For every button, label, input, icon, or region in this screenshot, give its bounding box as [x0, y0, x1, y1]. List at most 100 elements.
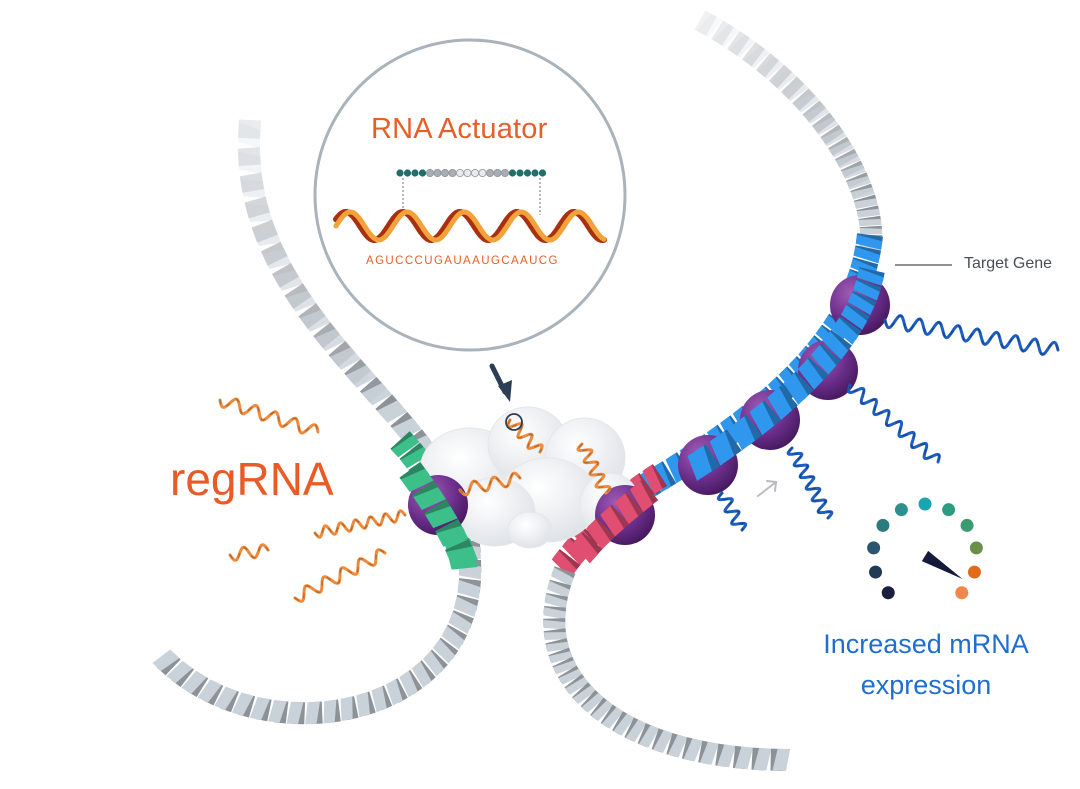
dna-right-lower-turn	[551, 567, 574, 587]
dna-right-upper-back	[727, 30, 750, 56]
mrna-strand-shade	[787, 447, 833, 519]
dna-left-lower-turn	[323, 699, 337, 724]
target-gene-label: Target Gene	[964, 255, 1053, 272]
gauge-dot	[955, 586, 969, 600]
rna-actuator-inset	[313, 38, 627, 431]
dna-green-turn	[391, 434, 420, 458]
actuator-rna-front	[333, 209, 607, 243]
dna-left-upper-back	[244, 196, 270, 219]
rna-sequence: AGUCCCUGAUAAUGCAAUCG	[366, 255, 559, 267]
dna-right-lower-turn	[699, 741, 719, 765]
dna-left-upper-turn	[391, 417, 422, 440]
dna-right-lower-turn	[543, 619, 566, 630]
dna-right-upper-turn	[856, 208, 881, 218]
gauge-dot	[967, 565, 981, 579]
dna-left-lower-turn	[268, 699, 287, 723]
dna-right-lower-turn	[581, 692, 605, 713]
dna-right-upper-back	[756, 53, 779, 78]
regrna-strand-shade	[314, 510, 406, 538]
dna-blue-front-turn	[767, 387, 792, 421]
dna-right-lower-turn	[548, 651, 573, 664]
dna-right-upper-back	[694, 10, 717, 36]
dna-right-lower-turn	[572, 685, 597, 705]
actuator-rna-back	[333, 208, 607, 244]
dna-blue-front-turn	[840, 304, 868, 330]
dna-right-upper-turn	[859, 227, 883, 235]
dna-left-lower-turn	[457, 579, 481, 599]
dna-right-lower-turn	[753, 747, 772, 771]
dna-right-upper-turn	[696, 13, 723, 38]
dna-left-lower-turn	[152, 649, 180, 672]
actuator-dot	[425, 168, 434, 177]
regrna-strand	[293, 548, 387, 603]
dna-right-lower-turn	[653, 730, 673, 754]
dna-blue-front-turn	[730, 416, 755, 451]
dna-pink-front-turn	[600, 505, 625, 537]
increased-expression-line1: Increased mRNA	[823, 629, 1029, 659]
actuator-dot	[538, 169, 547, 177]
dna-right-upper-back	[711, 20, 734, 46]
dna-blue-front-turn	[847, 292, 875, 316]
dna-target-blue-turn	[855, 234, 883, 250]
dna-green-front-turn	[425, 506, 458, 529]
mrna-strand-shade	[717, 492, 747, 531]
dna-right-upper-turn	[770, 68, 797, 90]
dna-left-upper-turn	[361, 382, 392, 406]
dna-right-lower-turn	[734, 746, 754, 770]
dna-left-lower-turn	[231, 692, 254, 716]
dna-right-upper-turn	[728, 34, 756, 58]
dna-right-upper-turn	[854, 198, 878, 209]
dna-right-lower-turn	[558, 668, 583, 685]
dna-left-upper-turn	[273, 270, 304, 291]
dna-right-lower-turn	[717, 744, 736, 768]
dna-right-upper-turn	[743, 45, 770, 69]
dna-left-upper-back	[239, 172, 265, 193]
dna-right-lower-turn	[772, 748, 791, 771]
dna-left-lower-turn	[286, 701, 304, 725]
dna-green-front-turn	[400, 468, 434, 493]
dna-green-turn	[400, 446, 430, 469]
regrna-strand-shade	[294, 549, 386, 602]
dna-right-upper-turn	[821, 128, 847, 147]
dna-left-upper-turn	[238, 122, 261, 149]
regrna-strand	[313, 509, 407, 539]
gauge-dot	[867, 541, 881, 555]
dna-right-upper-turn	[835, 152, 861, 169]
dna-left-upper-turn	[330, 347, 361, 370]
increased-expression-label: Increased mRNA expression	[806, 624, 1046, 706]
actuator-dot	[470, 168, 479, 177]
dna-blue-front-turn	[832, 317, 859, 345]
dna-pink-turn	[642, 464, 663, 495]
dna-left-lower-turn	[340, 696, 353, 722]
dna-blue-front-turn	[783, 372, 809, 405]
dna-left-lower-turn	[305, 701, 320, 725]
actuator-dot	[418, 169, 427, 177]
nucleosomes	[399, 267, 890, 567]
direction-arrowhead	[766, 480, 778, 492]
dna-blue-front-turn	[709, 430, 735, 466]
inset-circle	[313, 38, 627, 352]
dna-left-upper-turn	[245, 205, 273, 222]
dna-right-lower-turn	[638, 725, 660, 748]
mrna-strand	[716, 491, 748, 532]
dna-right-upper-turn	[713, 24, 740, 48]
dna-blue-front-turn	[822, 331, 849, 360]
gauge-dot	[876, 518, 890, 532]
actuator-dot	[493, 168, 502, 177]
dna-pink-turn	[561, 537, 587, 566]
actuator-dot	[485, 168, 494, 177]
gauge-dot	[969, 541, 983, 555]
dna-right-upper-turn	[793, 92, 820, 113]
gauge-dot	[918, 497, 932, 511]
dna-left-upper-turn	[238, 151, 262, 174]
dna-left-upper-back	[237, 147, 261, 167]
dna-blue-front-turn	[853, 280, 880, 301]
actuator-dot	[523, 169, 532, 177]
regrna-strand-shade	[459, 472, 521, 496]
dna-left-lower-turn	[166, 660, 193, 684]
rna-actuator-title: RNA Actuator	[371, 113, 548, 145]
actuator-dot	[531, 169, 539, 177]
actuator-dot	[433, 168, 442, 177]
dna-target-blue-turn	[853, 246, 881, 264]
